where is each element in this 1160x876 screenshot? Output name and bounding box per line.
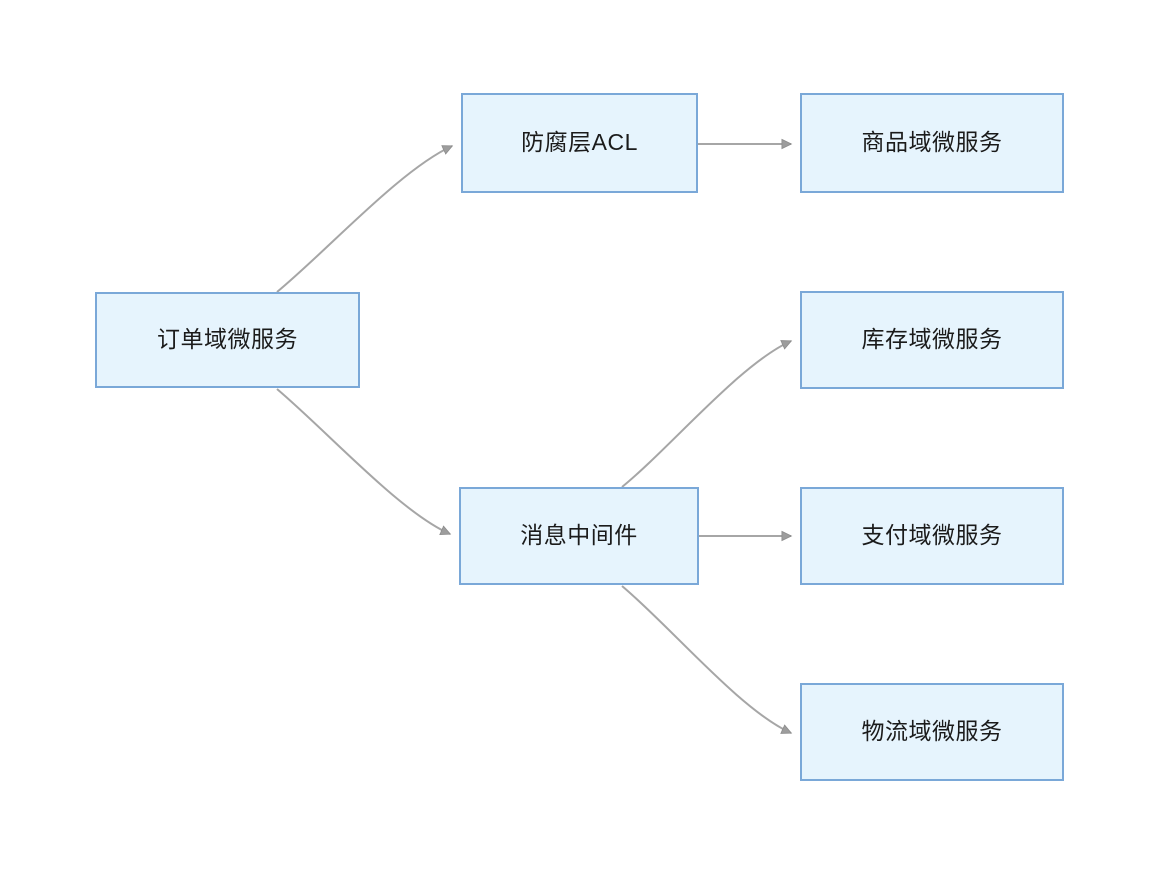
node-logistics-service[interactable]: 物流域微服务 bbox=[800, 683, 1064, 781]
node-label: 库存域微服务 bbox=[861, 326, 1003, 353]
node-order-service[interactable]: 订单域微服务 bbox=[95, 292, 360, 388]
edge-order-to-mq bbox=[276, 388, 452, 535]
edge-mq-to-logistics bbox=[621, 585, 793, 734]
node-label: 订单域微服务 bbox=[157, 326, 298, 353]
node-product-service[interactable]: 商品域微服务 bbox=[800, 93, 1064, 193]
node-payment-service[interactable]: 支付域微服务 bbox=[800, 487, 1064, 585]
node-label: 消息中间件 bbox=[520, 522, 638, 549]
node-label: 支付域微服务 bbox=[861, 522, 1003, 549]
node-label: 物流域微服务 bbox=[861, 718, 1003, 745]
edge-mq-to-inventory bbox=[621, 340, 793, 488]
edge-order-to-acl bbox=[276, 145, 454, 293]
node-acl[interactable]: 防腐层ACL bbox=[461, 93, 698, 193]
node-label: 防腐层ACL bbox=[521, 129, 638, 156]
node-inventory-service[interactable]: 库存域微服务 bbox=[800, 291, 1064, 389]
edges-group bbox=[276, 138, 793, 734]
node-message-middleware[interactable]: 消息中间件 bbox=[459, 487, 699, 585]
node-label: 商品域微服务 bbox=[861, 129, 1003, 156]
